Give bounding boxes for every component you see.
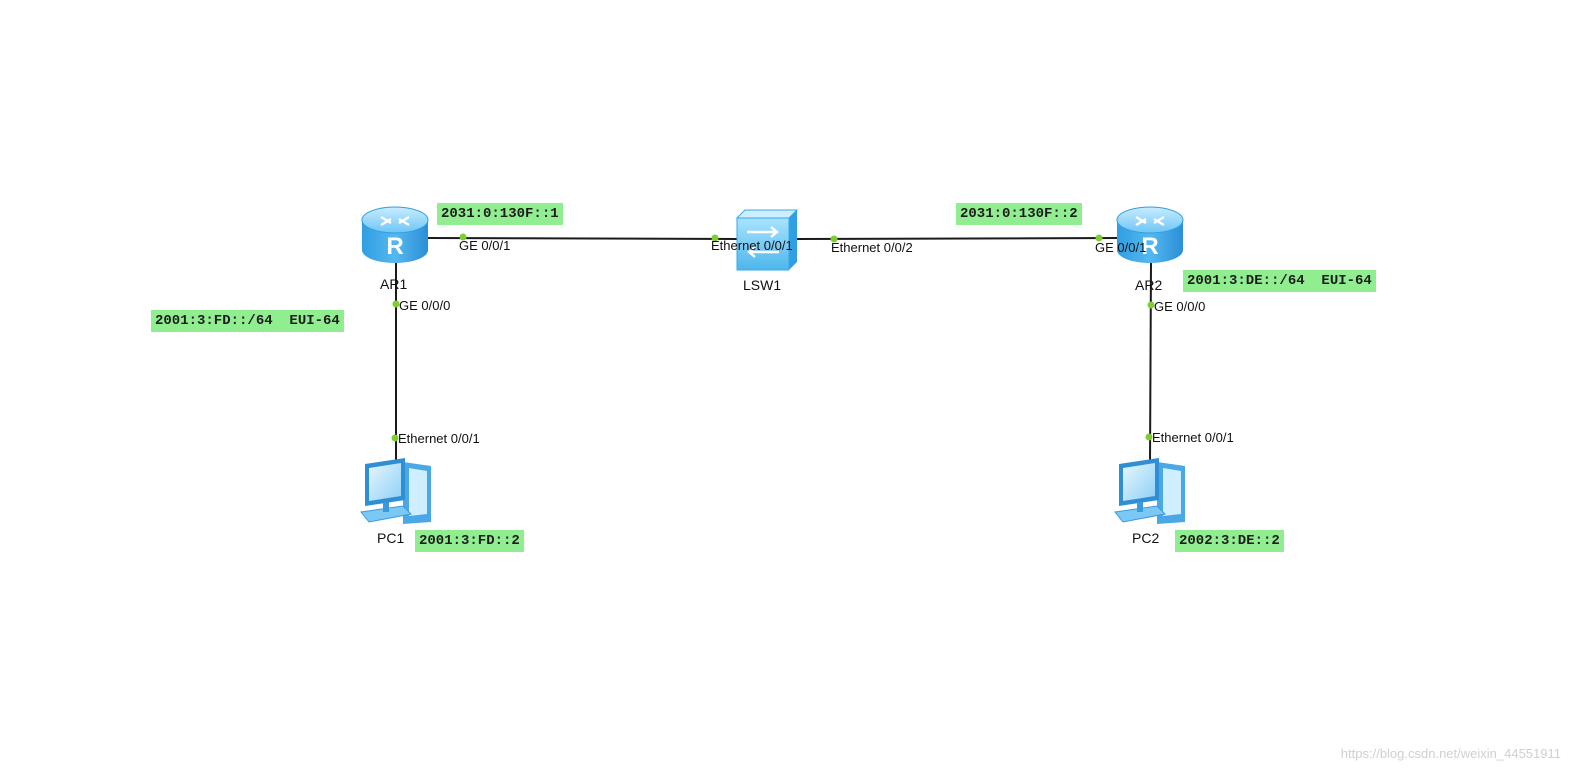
port-label-lsw1-e002: Ethernet 0/0/2 [831, 240, 913, 255]
port-label-ar2-ge000: GE 0/0/0 [1154, 299, 1206, 314]
router-icon: R [361, 206, 429, 263]
link-ar1-lsw1 [427, 237, 739, 240]
watermark-text: https://blog.csdn.net/weixin_44551911 [1340, 746, 1561, 761]
port-label-ar2-ge001: GE 0/0/1 [1095, 240, 1147, 255]
device-label-pc1: PC1 [377, 530, 405, 546]
address-tag-ar1-ge001: 2031:0:130F::1 [437, 203, 563, 225]
address-tag-ar2-ge000: 2001:3:DE::/64 EUI-64 [1183, 270, 1376, 292]
port-label-ar1-ge001: GE 0/0/1 [459, 238, 511, 253]
address-tag-pc1: 2001:3:FD::2 [415, 530, 524, 552]
port-dot-lsw1-e001[interactable] [711, 234, 719, 242]
svg-text:R: R [386, 233, 403, 260]
pc-icon [1114, 458, 1185, 524]
address-tag-pc2: 2002:3:DE::2 [1175, 530, 1284, 552]
device-label-ar2: AR2 [1135, 277, 1163, 293]
device-label-ar1: AR1 [380, 276, 408, 292]
device-label-lsw1: LSW1 [743, 277, 782, 293]
svg-text:R: R [1141, 233, 1158, 260]
pc-pc1[interactable] [360, 458, 431, 524]
router-ar2[interactable]: R [1116, 206, 1184, 263]
port-dot-ar1-ge000[interactable] [392, 300, 400, 308]
port-label-pc2-e001: Ethernet 0/0/1 [1152, 430, 1234, 445]
address-tag-ar1-ge000: 2001:3:FD::/64 EUI-64 [151, 310, 344, 332]
switch-lsw1[interactable] [735, 209, 799, 271]
pc-pc2[interactable] [1114, 458, 1185, 524]
port-label-ar1-ge000: GE 0/0/0 [399, 298, 451, 313]
port-dot-ar2-ge001[interactable] [1095, 234, 1103, 242]
port-label-lsw1-e001: Ethernet 0/0/1 [711, 238, 793, 253]
pc-icon [360, 458, 431, 524]
port-dot-lsw1-e002[interactable] [830, 235, 838, 243]
port-dot-pc1-e001[interactable] [391, 434, 399, 442]
port-dot-ar1-ge001[interactable] [459, 233, 467, 241]
port-label-pc1-e001: Ethernet 0/0/1 [398, 431, 480, 446]
router-ar1[interactable]: R [361, 206, 429, 263]
device-label-pc2: PC2 [1132, 530, 1160, 546]
router-icon: R [1116, 206, 1184, 263]
link-ar2-pc2 [1149, 261, 1152, 463]
port-dot-pc2-e001[interactable] [1145, 433, 1153, 441]
link-lsw1-ar2 [796, 237, 1121, 240]
switch-icon [735, 209, 799, 271]
address-tag-ar2-ge001: 2031:0:130F::2 [956, 203, 1082, 225]
port-dot-ar2-ge000[interactable] [1147, 301, 1155, 309]
